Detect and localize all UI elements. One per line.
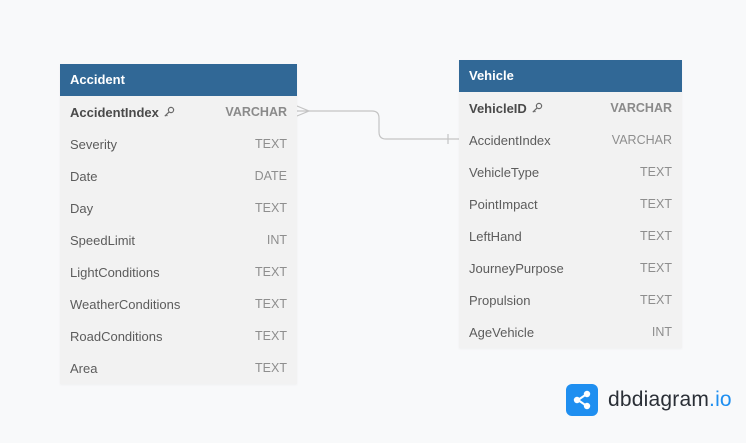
column-name: Severity bbox=[70, 137, 117, 152]
column-name-text: PointImpact bbox=[469, 196, 538, 212]
many-crowfoot-mark bbox=[296, 105, 311, 117]
column-name: PointImpact bbox=[469, 197, 538, 212]
column-name-text: Date bbox=[70, 168, 98, 184]
table-row[interactable]: PointImpact TEXT bbox=[459, 188, 682, 220]
column-name: VehicleType bbox=[469, 165, 539, 180]
column-name: AccidentIndex bbox=[469, 133, 551, 148]
key-icon bbox=[531, 102, 543, 114]
column-type: INT bbox=[651, 325, 672, 339]
column-type: TEXT bbox=[640, 261, 672, 275]
column-name: JourneyPurpose bbox=[469, 261, 564, 276]
column-name: WeatherConditions bbox=[70, 297, 180, 312]
column-type: VARCHAR bbox=[225, 105, 287, 119]
column-name-text: SpeedLimit bbox=[70, 232, 136, 248]
column-type: TEXT bbox=[640, 197, 672, 211]
table-row[interactable]: VehicleType TEXT bbox=[459, 156, 682, 188]
column-name-text: RoadConditions bbox=[70, 328, 163, 344]
column-name-text: LightConditions bbox=[70, 264, 160, 280]
column-name: Propulsion bbox=[469, 293, 530, 308]
column-name-text: Area bbox=[70, 360, 98, 376]
column-name: AgeVehicle bbox=[469, 325, 534, 340]
column-name-text: LeftHand bbox=[469, 228, 522, 244]
column-name-text: VehicleType bbox=[469, 164, 540, 180]
table-row[interactable]: Date DATE bbox=[60, 160, 297, 192]
column-name: LeftHand bbox=[469, 229, 522, 244]
column-name: AccidentIndex bbox=[70, 105, 175, 120]
column-name-text: Severity bbox=[70, 136, 117, 152]
column-type: TEXT bbox=[255, 297, 287, 311]
column-name: Date bbox=[70, 169, 97, 184]
column-type: TEXT bbox=[640, 165, 672, 179]
column-type: TEXT bbox=[255, 361, 287, 375]
column-name-text: JourneyPurpose bbox=[469, 260, 564, 276]
column-type: TEXT bbox=[255, 137, 287, 151]
column-name-text: AccidentIndex bbox=[469, 132, 551, 148]
table-row[interactable]: AccidentIndex VARCHAR bbox=[459, 124, 682, 156]
relationship-line bbox=[309, 110, 459, 140]
table-row[interactable]: AgeVehicle INT bbox=[459, 316, 682, 348]
column-type: INT bbox=[266, 233, 287, 247]
table-row[interactable]: Area TEXT bbox=[60, 352, 297, 384]
column-type: TEXT bbox=[255, 265, 287, 279]
column-name: Area bbox=[70, 361, 97, 376]
table-row[interactable]: JourneyPurpose TEXT bbox=[459, 252, 682, 284]
column-type: TEXT bbox=[640, 293, 672, 307]
table-row[interactable]: LeftHand TEXT bbox=[459, 220, 682, 252]
column-name-text: Propulsion bbox=[469, 292, 531, 308]
column-name: Day bbox=[70, 201, 93, 216]
column-name-text: Day bbox=[70, 200, 94, 216]
column-name: VehicleID bbox=[469, 101, 543, 116]
table-vehicle[interactable]: Vehicle VehicleID VARCHAR AccidentIndex VAR… bbox=[459, 60, 682, 348]
column-name: LightConditions bbox=[70, 265, 160, 280]
column-name-text: AccidentIndex bbox=[70, 104, 159, 120]
table-row[interactable]: RoadConditions TEXT bbox=[60, 320, 297, 352]
key-icon bbox=[163, 106, 175, 118]
column-name-text: VehicleID bbox=[469, 100, 527, 116]
table-header[interactable]: Accident bbox=[60, 64, 297, 96]
column-type: TEXT bbox=[640, 229, 672, 243]
table-row[interactable]: Severity TEXT bbox=[60, 128, 297, 160]
brand-text: dbdiagram.io bbox=[608, 388, 732, 412]
table-row[interactable]: AccidentIndex VARCHAR bbox=[60, 96, 297, 128]
column-type: VARCHAR bbox=[611, 133, 672, 147]
brand-suffix: .io bbox=[709, 388, 732, 411]
column-type: DATE bbox=[254, 169, 287, 183]
column-name-text: AgeVehicle bbox=[469, 324, 535, 340]
brand-name: dbdiagram bbox=[608, 388, 710, 411]
table-row[interactable]: LightConditions TEXT bbox=[60, 256, 297, 288]
column-name: SpeedLimit bbox=[70, 233, 135, 248]
table-row[interactable]: VehicleID VARCHAR bbox=[459, 92, 682, 124]
dbdiagram-logo[interactable]: dbdiagram.io bbox=[566, 384, 732, 416]
table-row[interactable]: SpeedLimit INT bbox=[60, 224, 297, 256]
column-name: RoadConditions bbox=[70, 329, 163, 344]
table-row[interactable]: WeatherConditions TEXT bbox=[60, 288, 297, 320]
share-nodes-icon bbox=[566, 384, 598, 416]
column-type: TEXT bbox=[255, 201, 287, 215]
table-row[interactable]: Day TEXT bbox=[60, 192, 297, 224]
table-header[interactable]: Vehicle bbox=[459, 60, 682, 92]
table-row[interactable]: Propulsion TEXT bbox=[459, 284, 682, 316]
column-name-text: WeatherConditions bbox=[70, 296, 181, 312]
column-type: VARCHAR bbox=[610, 101, 672, 115]
column-type: TEXT bbox=[255, 329, 287, 343]
